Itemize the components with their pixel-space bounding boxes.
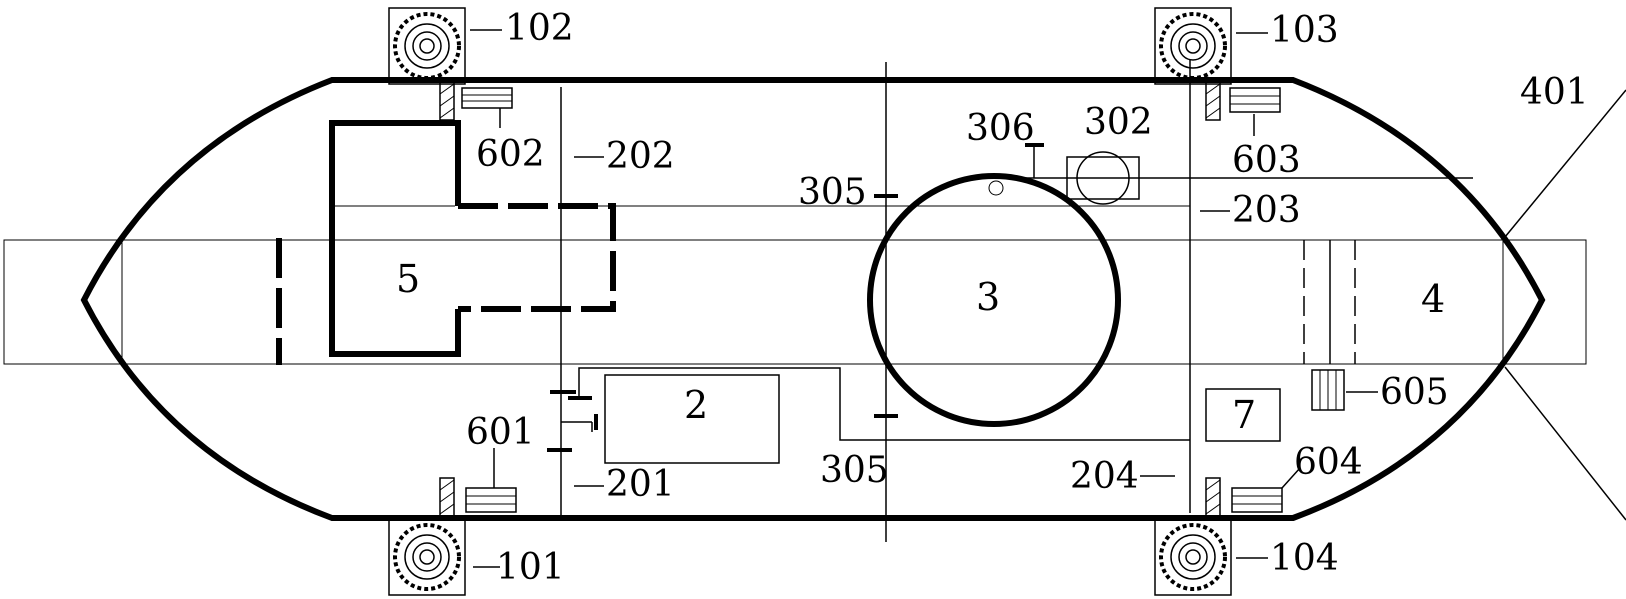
label-202: 202 [606, 136, 675, 177]
label-4: 4 [1421, 277, 1445, 321]
compartment-5-solid [329, 120, 461, 357]
wheel-103[interactable] [1154, 7, 1232, 85]
label-102: 102 [505, 8, 574, 49]
pump-302-rotor [1076, 151, 1130, 205]
label-305-bottom: 305 [820, 450, 889, 491]
pipe-box2-to-tank [578, 367, 1190, 441]
label-604: 604 [1294, 442, 1363, 483]
label-103: 103 [1270, 10, 1339, 51]
pump-302-housing[interactable] [1066, 156, 1140, 200]
wheel-101[interactable] [388, 518, 466, 596]
label-306: 306 [966, 108, 1035, 149]
sensor-602[interactable] [461, 87, 513, 109]
label-5: 5 [396, 257, 420, 301]
label-7: 7 [1232, 393, 1256, 437]
sensor-604[interactable] [1231, 487, 1283, 513]
label-602: 602 [476, 134, 545, 175]
compartment-5-dashed [458, 203, 616, 312]
line-401-lower [1504, 366, 1626, 521]
label-401: 401 [1520, 72, 1589, 113]
label-601: 601 [466, 412, 535, 453]
central-band [3, 239, 1587, 365]
box-7[interactable] [1205, 388, 1281, 442]
leader-604 [1281, 467, 1301, 489]
sensor-603[interactable] [1229, 87, 1281, 113]
wheel-102[interactable] [388, 7, 466, 85]
label-101: 101 [496, 547, 565, 588]
hatch-block-604 [1205, 477, 1221, 517]
label-305-top: 305 [798, 172, 867, 213]
pipe-valve-branch [561, 421, 593, 432]
label-2: 2 [684, 383, 708, 427]
label-104: 104 [1270, 538, 1339, 579]
tank-3[interactable] [867, 173, 1121, 427]
label-302: 302 [1084, 102, 1153, 143]
hatch-block-603 [1205, 81, 1221, 121]
tank-port-306 [988, 180, 1004, 196]
hatch-block-601 [439, 477, 455, 517]
label-201: 201 [606, 464, 675, 505]
sensor-601[interactable] [465, 487, 517, 513]
label-204: 204 [1070, 456, 1139, 497]
label-603: 603 [1232, 140, 1301, 181]
hull-outline [80, 77, 1546, 521]
label-605: 605 [1380, 372, 1449, 413]
wheel-104[interactable] [1154, 518, 1232, 596]
line-401-upper [1504, 89, 1626, 238]
hatch-block-602 [439, 81, 455, 121]
box-2[interactable] [604, 374, 780, 464]
label-203: 203 [1232, 190, 1301, 231]
label-3: 3 [976, 275, 1000, 319]
sensor-605[interactable] [1311, 369, 1345, 411]
